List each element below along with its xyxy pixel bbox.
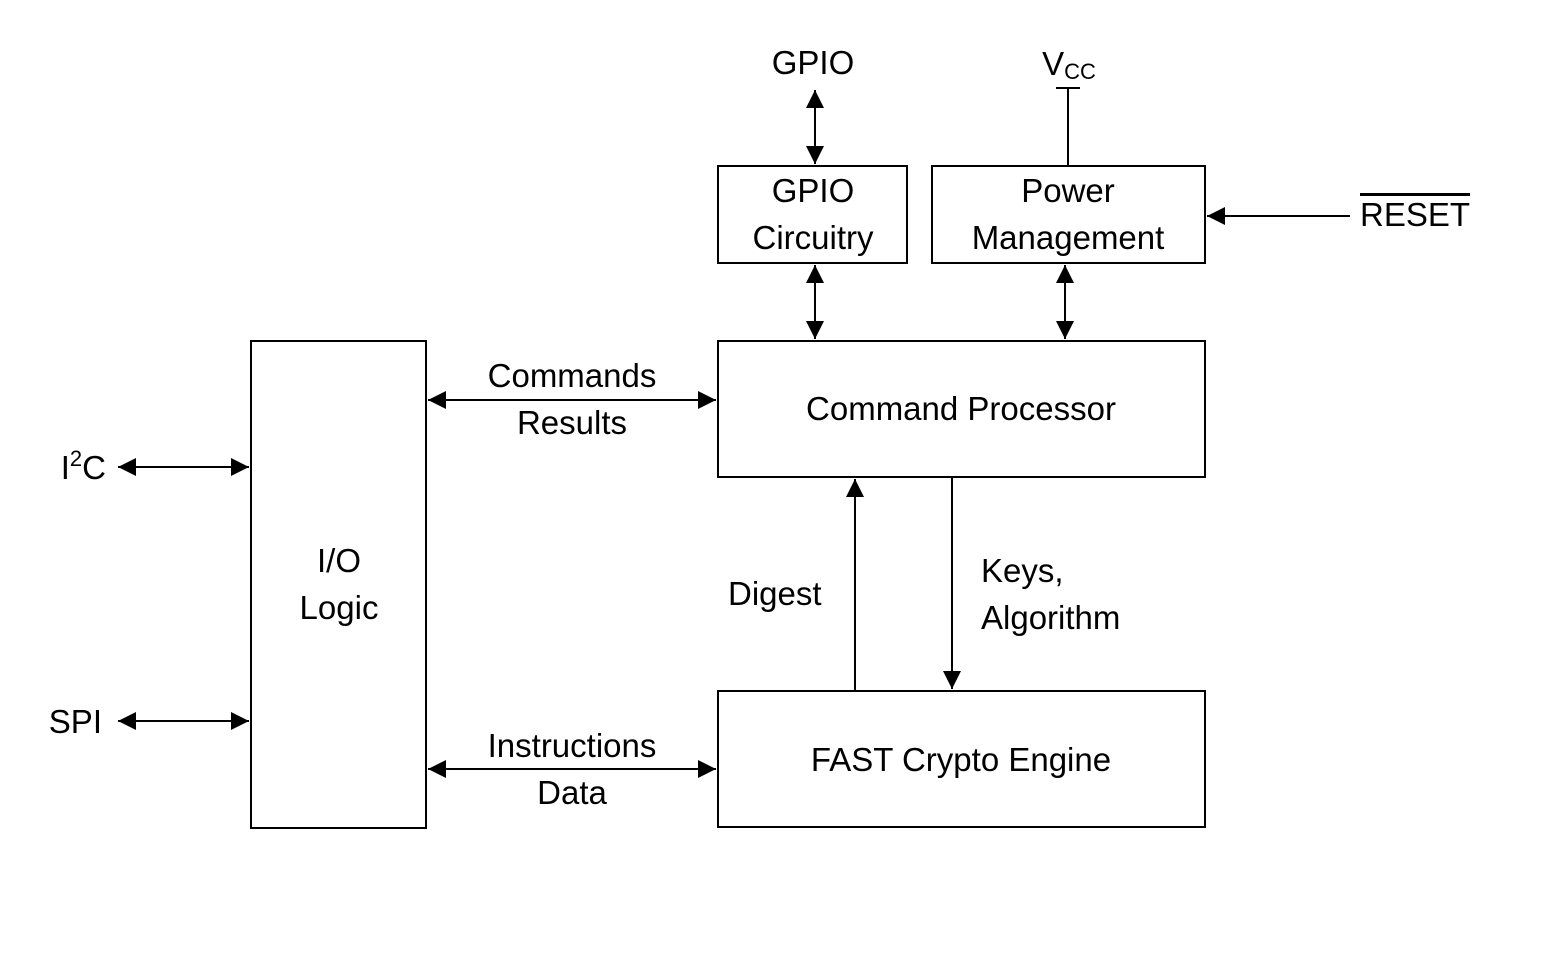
command-processor-label: Command Processor bbox=[806, 390, 1116, 427]
instructions-data-label: Instructions Data bbox=[487, 727, 657, 811]
spi-label: SPI bbox=[48, 703, 102, 740]
gpio-pin-label: GPIO bbox=[771, 44, 855, 81]
commands-results-label: Commands Results bbox=[487, 357, 657, 441]
crypto-engine-label: FAST Crypto Engine bbox=[810, 741, 1112, 778]
power-management-block bbox=[931, 165, 1206, 264]
power-management-label: Power Management bbox=[971, 172, 1165, 256]
keys-algorithm-label: Keys, Algorithm bbox=[981, 552, 1121, 636]
i2c-label: I2C bbox=[60, 446, 106, 486]
command-processor-block bbox=[717, 340, 1206, 478]
gpio-circuitry-block bbox=[717, 165, 908, 264]
gpio-circuitry-label: GPIO Circuitry bbox=[752, 172, 874, 256]
vcc-label: VCC bbox=[1042, 45, 1096, 84]
io-logic-label: I/O Logic bbox=[299, 542, 379, 626]
io-logic-block bbox=[250, 340, 427, 829]
crypto-engine-block bbox=[717, 690, 1206, 828]
reset-label: RESET bbox=[1360, 196, 1471, 233]
digest-label: Digest bbox=[728, 575, 822, 612]
